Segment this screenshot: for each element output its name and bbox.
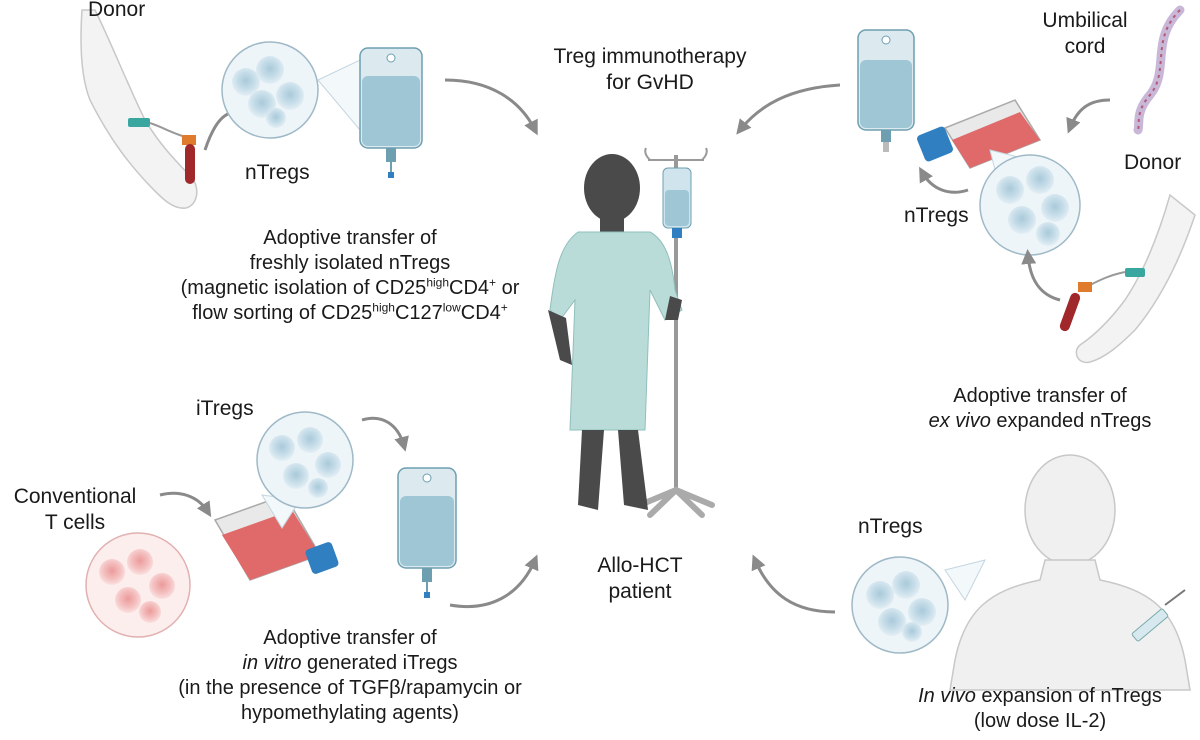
culture-flask-icon — [917, 99, 1042, 169]
br-caption-line1: In vivo expansion of nTregs — [918, 685, 1162, 707]
bottom-right-panel — [751, 454, 1191, 691]
bl-caption-line2: in vitro generated iTregs — [242, 652, 458, 674]
bl-caption-line4: hypomethylating agents) — [241, 702, 459, 724]
center-title-line1: Treg immunotherapy — [553, 45, 747, 68]
tl-caption-line2: freshly isolated nTregs — [249, 252, 451, 274]
tr-caption-line2: ex vivo expanded nTregs — [928, 410, 1152, 432]
patient-label-line2: patient — [608, 580, 672, 603]
patient-label-line1: Allo-HCT — [597, 554, 683, 577]
iv-bag-icon — [857, 29, 915, 152]
tr-cells-label: nTregs — [904, 204, 969, 227]
itregs-cell-pool-icon — [256, 411, 354, 529]
iv-bag-icon — [359, 47, 423, 178]
br-caption: In vivo expansion of nTregs (low dose IL… — [880, 684, 1200, 734]
patient-figure — [548, 147, 715, 518]
iv-bag-icon — [397, 467, 457, 598]
bl-source-line1: Conventional — [13, 485, 137, 508]
arrow-cells-to-bag — [361, 416, 409, 452]
culture-flask-icon — [213, 494, 339, 581]
ntregs-cell-pool-icon — [851, 556, 986, 654]
br-cells-label: nTregs — [858, 515, 923, 538]
patient-label: Allo-HCT patient — [570, 553, 710, 605]
bl-caption-line3: (in the presence of TGFβ/rapamycin or — [178, 677, 522, 699]
ntregs-cell-pool-icon — [979, 149, 1081, 256]
arrow-to-patient-top-right — [736, 83, 841, 135]
bl-cells-label: iTregs — [196, 397, 254, 420]
arrow-expansion — [919, 166, 969, 194]
arrow-to-patient-bottom-right — [751, 554, 836, 614]
arrow-donor-to-cells — [1021, 249, 1061, 302]
syringe-icon — [1131, 589, 1186, 642]
tl-cells-label: nTregs — [245, 161, 310, 184]
arrow-tconv-to-flask — [159, 491, 212, 518]
hospital-gown — [549, 231, 683, 431]
tr-source-line1: Umbilical — [1042, 9, 1128, 32]
tr-caption-line1: Adoptive transfer of — [953, 385, 1127, 407]
center-title-line2: for GvHD — [606, 71, 694, 94]
bl-source-line2: T cells — [44, 511, 106, 534]
top-right-panel — [736, 5, 1196, 364]
arrow-to-patient-bottom-left — [449, 554, 539, 608]
donor-arm-icon — [1075, 193, 1196, 364]
tl-caption-line4: flow sorting of CD25highC127lowCD4+ — [192, 300, 508, 324]
bl-source-label: Conventional T cells — [0, 484, 150, 536]
top-left-panel — [80, 9, 538, 209]
tl-donor-label: Donor — [88, 0, 146, 21]
bottom-left-panel — [85, 411, 539, 638]
iv-stand-icon — [637, 147, 715, 518]
tl-caption-line1: Adoptive transfer of — [263, 227, 437, 249]
tr-donor-label: Donor — [1124, 151, 1182, 174]
iv-catheter-icon — [1059, 268, 1145, 332]
tconv-cell-pool-icon — [85, 532, 191, 638]
human-torso-icon — [949, 454, 1191, 691]
br-caption-line2: (low dose IL-2) — [973, 710, 1107, 732]
tl-caption: Adoptive transfer of freshly isolated nT… — [140, 226, 560, 326]
arrow-cord-to-flask — [1066, 98, 1111, 134]
tl-caption-line3: (magnetic isolation of CD25highCD4+ or — [180, 275, 520, 299]
iv-catheter-icon — [128, 118, 196, 184]
center-title: Treg immunotherapy for GvHD — [500, 44, 800, 96]
ntregs-cell-pool-icon — [221, 41, 361, 139]
bl-caption: Adoptive transfer of in vitro generated … — [140, 626, 560, 726]
tr-source-line2: cord — [1064, 35, 1106, 58]
donor-arm-icon — [80, 9, 198, 209]
arrow-to-patient-top-left — [444, 78, 538, 136]
tr-source-label: Umbilical cord — [1030, 8, 1140, 60]
tr-caption: Adoptive transfer of ex vivo expanded nT… — [880, 384, 1200, 434]
bl-caption-line1: Adoptive transfer of — [263, 627, 437, 649]
